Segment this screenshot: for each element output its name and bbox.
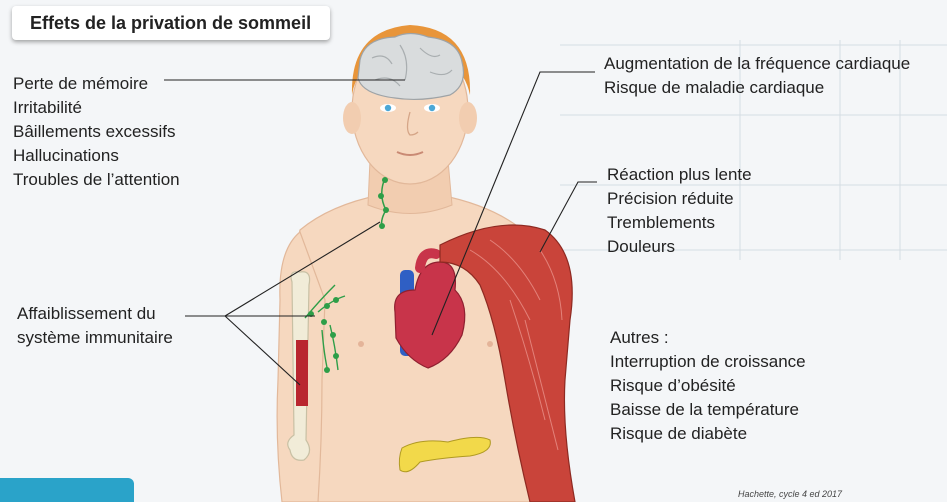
muscle-effects: Réaction plus lente Précision réduite Tr… [607,163,752,259]
brain [358,34,464,100]
muscle-effect-item: Douleurs [607,235,752,259]
heart-effects: Augmentation de la fréquence cardiaque R… [604,52,910,100]
other-effect-item: Risque de diabète [610,422,806,446]
immune-effect-line: Affaiblissement du [17,302,173,326]
corner-badge [0,478,134,502]
other-effects-heading: Autres : [610,326,806,350]
brain-effect-item: Perte de mémoire [13,72,180,96]
muscle-effect-item: Tremblements [607,211,752,235]
muscle-effect-item: Précision réduite [607,187,752,211]
muscle-effect-item: Réaction plus lente [607,163,752,187]
heart-effect-item: Augmentation de la fréquence cardiaque [604,52,910,76]
immune-effect-line: système immunitaire [17,326,173,350]
other-effect-item: Interruption de croissance [610,350,806,374]
source-credit: Hachette, cycle 4 ed 2017 [738,489,842,499]
brain-effect-item: Troubles de l’attention [13,168,180,192]
other-effect-item: Baisse de la température [610,398,806,422]
figure-title: Effets de la privation de sommeil [12,6,330,40]
other-effects: Autres : Interruption de croissance Risq… [610,326,806,446]
brain-effect-item: Irritabilité [13,96,180,120]
brain-effect-item: Bâillements excessifs [13,120,180,144]
right-ear [459,102,477,134]
bone-marrow [296,340,308,406]
heart-effect-item: Risque de maladie cardiaque [604,76,910,100]
brain-effects: Perte de mémoire Irritabilité Bâillement… [13,72,180,192]
immune-effects: Affaiblissement du système immunitaire [17,302,173,350]
brain-effect-item: Hallucinations [13,144,180,168]
left-ear [343,102,361,134]
other-effect-item: Risque d’obésité [610,374,806,398]
